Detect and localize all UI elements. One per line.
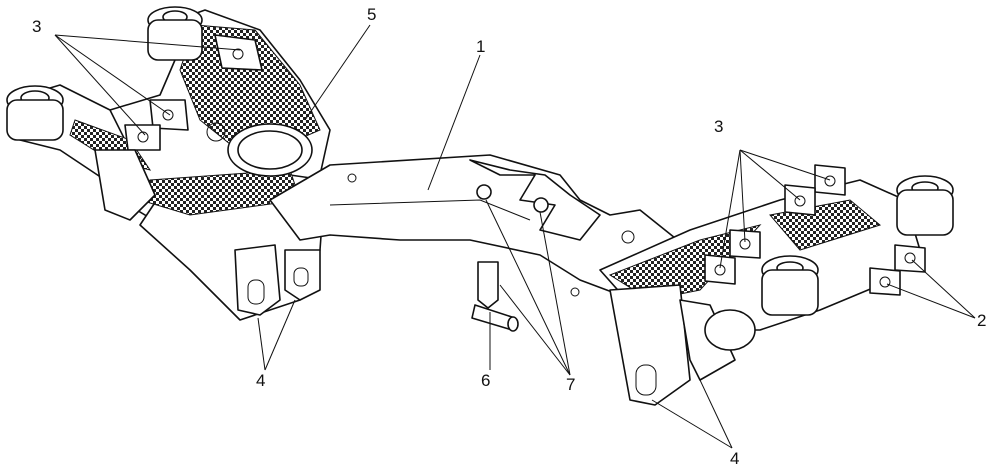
callout-4-right: 4 <box>730 449 740 468</box>
callout-2: 2 <box>977 311 987 330</box>
pin-part <box>471 261 519 332</box>
center-opening <box>206 122 313 177</box>
callout-7: 7 <box>566 375 576 394</box>
callout-4-left: 4 <box>256 371 266 390</box>
leader-lines <box>54 24 976 449</box>
callout-6: 6 <box>481 371 491 390</box>
callout-1: 1 <box>476 37 486 56</box>
callout-3-right: 3 <box>714 117 724 136</box>
left-bushings <box>6 6 203 141</box>
callout-5: 5 <box>367 5 377 24</box>
main-beam <box>269 154 691 297</box>
right-bushings <box>761 175 954 316</box>
callout-3-left: 3 <box>32 17 42 36</box>
left-lower-legs <box>94 149 321 316</box>
